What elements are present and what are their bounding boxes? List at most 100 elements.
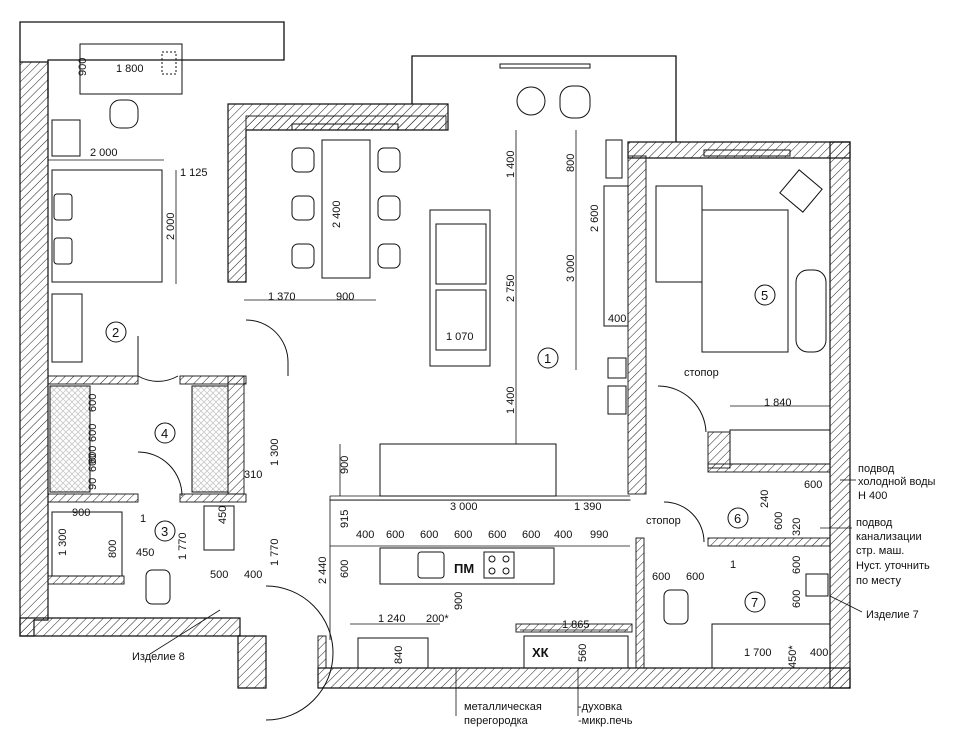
label-pm: ПМ [454,561,474,576]
dim-2000: 2 000 [90,147,118,159]
desk [79,43,183,95]
dim-k400a: 400 [356,529,374,541]
dim-1390: 1 390 [574,501,602,513]
callout-1a: 1 [140,513,146,525]
sofa-2 [51,293,83,363]
dim-2750: 2 750 [505,274,517,302]
dim-1300b: 1 300 [57,528,69,556]
room-marker-3 [154,520,176,542]
room-marker-2 [105,321,127,343]
bed-5 [701,209,789,353]
label-cold-water-3: Н 400 [858,490,887,502]
dim-k990: 990 [590,529,608,541]
room-number-7: 7 [751,595,758,610]
hob [483,551,515,579]
label-stopor-2: стопор [646,515,681,527]
wardrobe-5 [729,429,831,465]
dim-600d: 600 [87,446,99,464]
wardrobe-left [49,385,91,493]
dim-1770a: 1 770 [177,532,189,560]
label-hk: ХК [532,645,549,660]
dim-400c: 400 [244,569,262,581]
room-number-6: 6 [734,511,741,526]
washer [805,573,829,597]
dining-chairs [291,147,401,269]
label-izdelie-8: Изделие 8 [132,651,185,663]
dim-800: 800 [565,154,577,172]
dim-900e: 900 [72,507,90,519]
dim-560: 560 [577,644,589,662]
dim-k600a: 600 [386,529,404,541]
round-table [516,86,546,116]
dim-600b: 600 [87,424,99,442]
dim-600j: 600 [652,571,670,583]
room-number-2: 2 [112,325,119,340]
wall-right [829,141,851,689]
label-izdelie-7: Изделие 7 [866,609,919,621]
label-sewer-1: подвод [856,517,893,529]
dim-450c: 450* [787,645,799,668]
armchair-2 [51,119,81,157]
dim-600c: 600 [87,454,99,472]
dim-1770b: 1 770 [269,538,281,566]
dim-2000v: 2 000 [165,212,177,240]
furniture [49,43,831,669]
dim-1300a: 1 300 [269,438,281,466]
sofa [429,209,491,367]
dim-k600c: 600 [454,529,472,541]
dim-450b: 450 [217,506,229,524]
dim-240: 240 [759,490,771,508]
label-metal-partition-2: перегородка [464,715,529,727]
dim-320: 320 [791,518,803,536]
dim-200: 200* [426,613,449,625]
balconies [19,21,677,142]
dim-1370: 1 370 [268,291,296,303]
bathtub [795,269,827,353]
label-metal-partition-1: металлическая [464,701,542,713]
room-marker-6 [727,507,749,529]
dim-1865: 1 865 [562,619,590,631]
dim-915: 915 [339,510,351,528]
lounge-chair [559,85,591,119]
dim-1070: 1 070 [446,331,474,343]
kitchen-counter [379,547,555,585]
dim-900b: 900 [336,291,354,303]
room-marker-1 [537,347,559,369]
dining-table [321,139,371,279]
dim-310: 310 [244,469,262,481]
label-oven: -духовка [578,701,623,713]
room-number-4: 4 [161,426,168,441]
windows [291,63,791,157]
leader-lines [149,479,863,716]
kitchen-island [379,443,557,497]
dim-90: 90 [87,478,99,490]
bathtub-3 [51,511,123,577]
dim-2400: 2 400 [331,200,343,228]
label-stopor-1: стопор [684,367,719,379]
callout-1b: 1 [730,559,736,571]
room-marker-5 [754,284,776,306]
wall-top-mid [227,103,449,283]
label-microwave: -микр.печь [578,715,633,727]
partitions [47,115,831,669]
label-sewer-3: стр. маш. [856,545,904,557]
room-marker-4 [154,422,176,444]
sofa-5 [655,185,703,283]
dim-1700: 1 700 [744,647,772,659]
dim-600f: 600 [804,479,822,491]
dim-400d: 400 [810,647,828,659]
tv-unit [605,139,623,179]
dim-k600d: 600 [488,529,506,541]
room-marker-7 [744,591,766,613]
label-cold-water-1: подвод [858,463,895,475]
armchair-5 [779,169,823,213]
balcony-mid [411,55,677,142]
bed [51,169,163,283]
dim-800b: 800 [107,540,119,558]
sink [417,551,445,579]
office-chair [109,99,139,129]
dim-600k: 600 [686,571,704,583]
dim-1400b: 1 400 [505,386,517,414]
dim-500: 500 [210,569,228,581]
dim-1125: 1 125 [180,167,208,179]
